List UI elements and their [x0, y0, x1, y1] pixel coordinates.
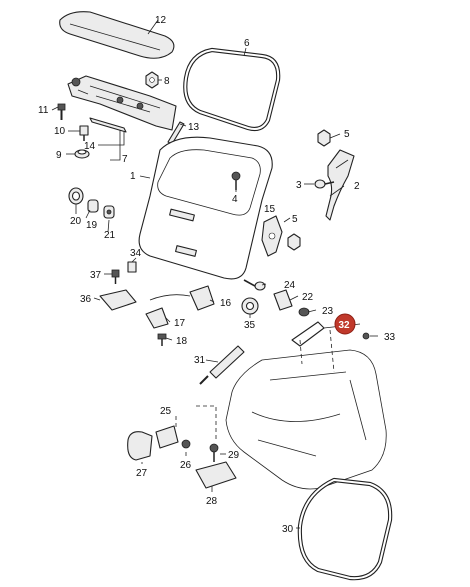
callout-37: 37: [90, 270, 102, 281]
callout-12: 12: [155, 15, 167, 26]
hinge-bolt-3[interactable]: [314, 179, 335, 189]
bushing-21[interactable]: [103, 205, 115, 219]
hinge-nut[interactable]: [317, 129, 331, 147]
handle-housing-36[interactable]: [99, 289, 137, 311]
grommet-35[interactable]: [241, 297, 259, 315]
callout-2: 2: [354, 181, 360, 192]
callout-5-lower: 5: [292, 214, 298, 225]
callout-31: 31: [194, 355, 206, 366]
lock-16[interactable]: [189, 285, 215, 311]
bolt-4[interactable]: [231, 171, 241, 190]
tailgate-seal[interactable]: [297, 477, 393, 581]
callout-8: 8: [164, 76, 170, 87]
nut[interactable]: [145, 71, 159, 89]
callout-16: 16: [220, 298, 232, 309]
gas-strut-cover-32[interactable]: [291, 321, 325, 347]
callout-35: 35: [244, 320, 256, 331]
bushing-20[interactable]: [68, 187, 84, 205]
bracket-25[interactable]: [155, 425, 179, 449]
callout-labels: 12 6 8 11 10 9 14 7 13 1 4 5 3 2 15 5 20…: [38, 15, 396, 535]
callout-23: 23: [322, 306, 334, 317]
callout-24: 24: [284, 280, 296, 291]
callout-6: 6: [244, 38, 250, 49]
spoiler-bracket[interactable]: [67, 75, 177, 131]
callout-3: 3: [296, 180, 302, 191]
screw-26[interactable]: [181, 439, 191, 449]
tailgate-frame[interactable]: [138, 136, 273, 280]
callout-13: 13: [188, 122, 200, 133]
grommet-9[interactable]: [74, 149, 90, 159]
rear-spoiler[interactable]: [59, 11, 175, 59]
pin-33[interactable]: [362, 332, 370, 340]
callout-34: 34: [130, 248, 142, 259]
bolt-24[interactable]: [243, 279, 266, 291]
bracket-22[interactable]: [273, 289, 293, 311]
callout-9: 9: [56, 150, 62, 161]
callout-19: 19: [86, 220, 98, 231]
callout-20: 20: [70, 216, 82, 227]
callout-17: 17: [174, 318, 186, 329]
callout-26: 26: [180, 460, 192, 471]
callout-33: 33: [384, 332, 396, 343]
clip-23[interactable]: [298, 307, 310, 317]
callout-21: 21: [104, 230, 116, 241]
nut-5-lower[interactable]: [287, 233, 301, 251]
callout-4: 4: [232, 194, 238, 205]
callout-36: 36: [80, 294, 92, 305]
callout-5-upper: 5: [344, 129, 350, 140]
fastener-34[interactable]: [127, 261, 137, 273]
callout-18: 18: [176, 336, 188, 347]
svg-text:32: 32: [339, 320, 351, 331]
callout-22: 22: [302, 292, 314, 303]
callout-15: 15: [264, 204, 276, 215]
latch-bracket[interactable]: [261, 215, 283, 257]
gas-strut-31[interactable]: [199, 345, 245, 385]
callout-27: 27: [136, 468, 148, 479]
vehicle-rear-body: [225, 329, 387, 490]
callout-28: 28: [206, 496, 218, 507]
bolt-11[interactable]: [57, 103, 66, 120]
window-seal[interactable]: [183, 47, 281, 132]
rail-14[interactable]: [89, 117, 127, 133]
screw-18[interactable]: [157, 333, 167, 346]
callout-25: 25: [160, 406, 172, 417]
striker-cover-27[interactable]: [127, 431, 153, 461]
bushing-19[interactable]: [87, 199, 99, 213]
striker-28[interactable]: [195, 461, 237, 489]
callout-7: 7: [122, 154, 128, 165]
callout-30: 30: [282, 524, 294, 535]
latch-17[interactable]: [145, 294, 191, 329]
bolt-29[interactable]: [209, 443, 219, 462]
highlighted-callout-32[interactable]: 32: [334, 313, 356, 335]
callout-1: 1: [130, 171, 136, 182]
callout-29: 29: [228, 450, 240, 461]
clip-10[interactable]: [79, 125, 89, 141]
fastener-37[interactable]: [111, 269, 120, 284]
callout-11: 11: [38, 105, 49, 116]
callout-10: 10: [54, 126, 66, 137]
callout-14: 14: [84, 141, 96, 152]
tailgate-hinge-arm[interactable]: [325, 149, 355, 221]
